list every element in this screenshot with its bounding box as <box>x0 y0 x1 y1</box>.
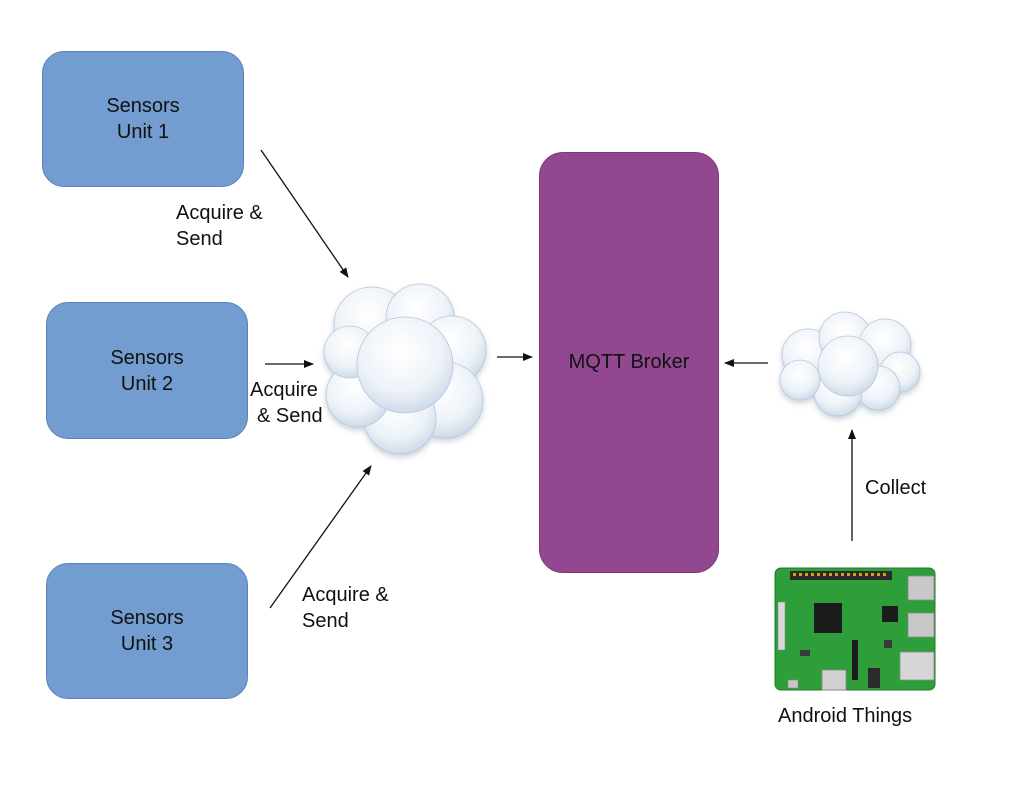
sensors-unit-1-line1: Sensors <box>106 95 180 117</box>
raspberry-pi-board-icon <box>774 567 936 691</box>
arrow-unit3-to-cloud <box>269 465 372 609</box>
edge-label-unit1-line2: Send <box>176 228 223 250</box>
cloud-icon <box>323 283 487 455</box>
sensors-unit-3: Sensors Unit 3 <box>46 563 248 699</box>
sensors-unit-2: Sensors Unit 2 <box>46 302 248 439</box>
mqtt-broker: MQTT Broker <box>539 152 719 573</box>
device-label: Android Things <box>778 705 913 727</box>
cloud-icon <box>779 311 921 417</box>
edge-label-unit3-line1: Acquire & <box>302 584 389 606</box>
arrow-unit1-to-cloud <box>260 149 349 278</box>
mqtt-broker-label: MQTT Broker <box>568 351 690 373</box>
edge-label-unit1-line1: Acquire & <box>176 202 263 224</box>
edge-label-unit2-line2: & Send <box>257 405 323 427</box>
sensors-unit-2-line1: Sensors <box>110 346 184 369</box>
sensors-unit-1-line2: Unit 1 <box>116 121 170 143</box>
sensors-unit-2-line2: Unit 2 <box>120 372 174 395</box>
edge-label-unit3-line2: Send <box>302 610 349 632</box>
sensors-unit-1: Sensors Unit 1 <box>42 51 244 187</box>
sensors-unit-3-line1: Sensors <box>110 607 184 629</box>
sensors-unit-3-line2: Unit 3 <box>120 633 174 655</box>
edge-label-collect: Collect <box>865 477 927 499</box>
edge-label-unit2-line1: Acquire <box>250 379 318 401</box>
